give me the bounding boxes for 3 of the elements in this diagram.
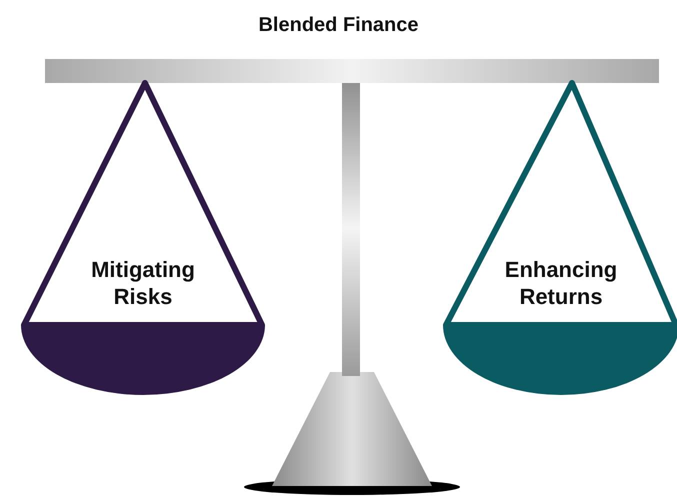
pan-label: Enhancing Returns xyxy=(504,256,618,310)
title: Blended Finance xyxy=(257,14,420,37)
pan-label: Mitigating Risks xyxy=(90,256,196,310)
